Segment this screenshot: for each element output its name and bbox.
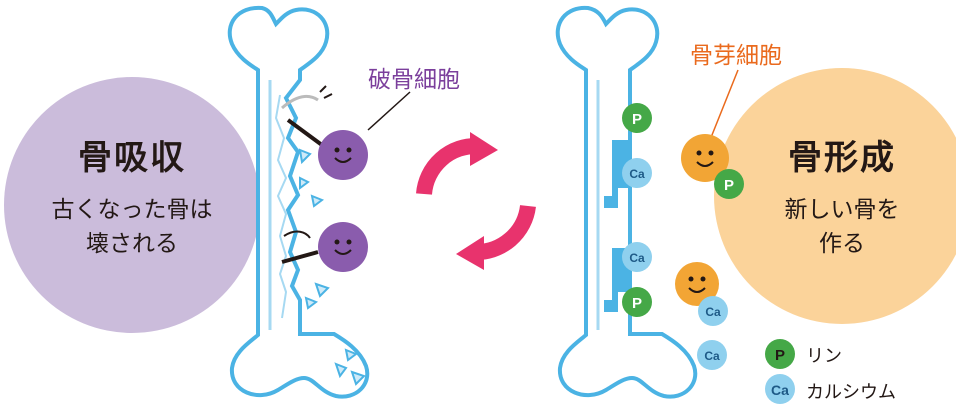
phosphorus-ball-3: P — [714, 169, 744, 199]
calcium-ball-3: Ca — [698, 296, 728, 326]
resorption-line1: 古くなった骨は — [51, 197, 213, 223]
calcium-ball-4: Ca — [697, 340, 727, 370]
resorption-line2: 壊される — [86, 231, 178, 257]
legend-phosphorus-label: リン — [806, 346, 842, 367]
formation-circle — [714, 68, 956, 324]
phosphorus-ball-2: P — [622, 287, 652, 317]
legend-phosphorus-symbol: P — [775, 347, 785, 364]
cycle-arrow-head-bottom — [456, 236, 484, 270]
osteoblast-top — [681, 134, 729, 182]
osteoclast-top — [281, 85, 368, 180]
resorption-text: 骨吸収 古くなった骨は 壊される — [22, 130, 242, 261]
calcium-symbol: Ca — [629, 251, 645, 265]
osteoblast-label: 骨芽細胞 — [690, 43, 782, 69]
phosphorus-symbol: P — [632, 295, 642, 312]
calcium-symbol: Ca — [629, 167, 645, 181]
formation-line1: 新しい骨を — [784, 197, 900, 223]
osteoblast-bottom — [675, 262, 719, 306]
calcium-ball-2: Ca — [622, 242, 652, 272]
calcium-symbol: Ca — [705, 305, 721, 319]
phosphorus-symbol: P — [632, 111, 642, 128]
legend-phosphorus-ball: P — [765, 339, 795, 369]
resorption-title: 骨吸収 — [78, 138, 186, 178]
osteoblast-pointer — [709, 69, 739, 141]
formation-line2: 作る — [819, 231, 865, 257]
formation-title: 骨形成 — [788, 138, 896, 178]
left-bone — [227, 5, 370, 399]
legend-calcium-ball: Ca — [765, 374, 795, 404]
phosphorus-symbol: P — [724, 177, 734, 194]
calcium-symbol: Ca — [704, 349, 720, 363]
formation-text: 骨形成 新しい骨を 作る — [732, 130, 952, 261]
cycle-arrow-head-top — [470, 132, 498, 166]
legend-calcium-label: カルシウム — [806, 382, 896, 403]
osteoclast-pointer — [367, 91, 411, 131]
resorption-circle — [4, 77, 260, 333]
osteoclast-bottom — [281, 222, 368, 272]
legend-calcium-symbol: Ca — [771, 382, 789, 398]
bone-fragments — [298, 148, 366, 386]
calcium-ball-1: Ca — [622, 158, 652, 188]
osteoclast-label: 破骨細胞 — [368, 67, 460, 93]
phosphorus-ball-1: P — [622, 103, 652, 133]
right-bone — [555, 5, 698, 399]
